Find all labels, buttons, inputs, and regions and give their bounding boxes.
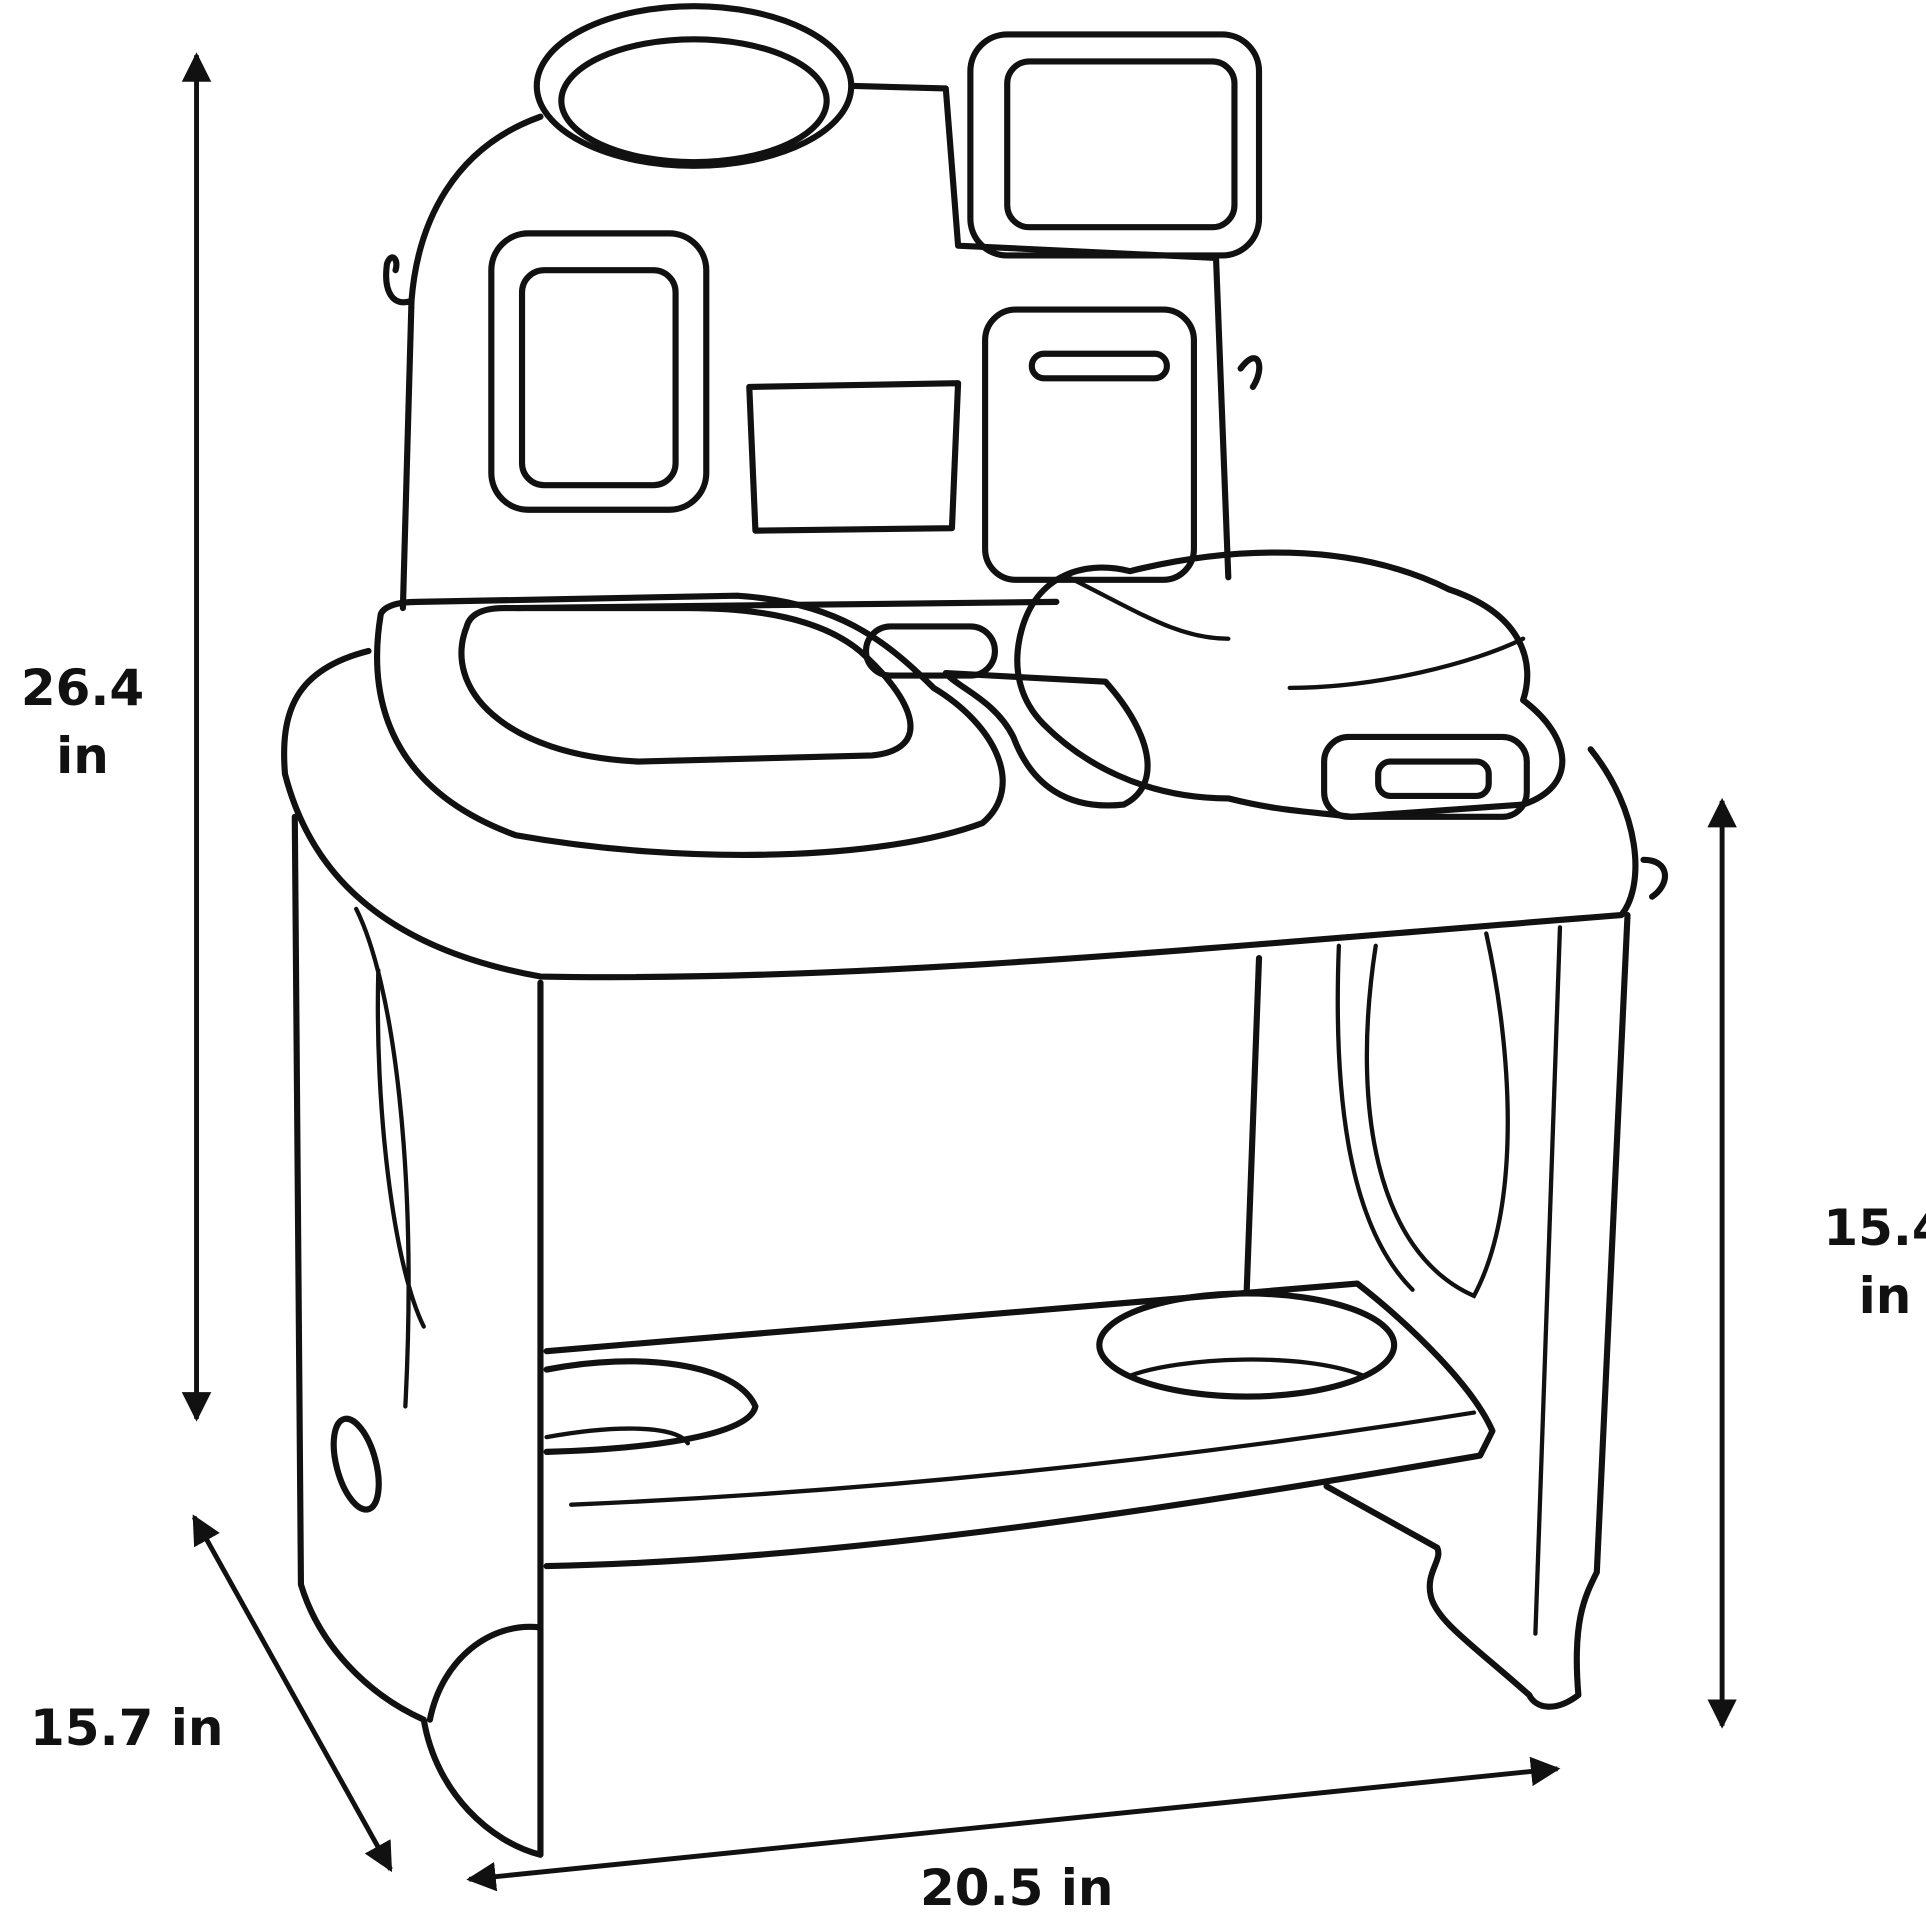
height-table-unit: in bbox=[1858, 1266, 1912, 1325]
back-panel bbox=[1243, 955, 1263, 1293]
width-value: 20.5 bbox=[920, 1859, 1044, 1917]
depth-unit: in bbox=[170, 1699, 224, 1757]
wall-basket bbox=[746, 380, 962, 534]
stove-knob-panel bbox=[1321, 733, 1530, 820]
depth-arrow bbox=[191, 1514, 393, 1873]
square-mirror-outer bbox=[967, 31, 1263, 259]
stove-top bbox=[1014, 549, 1566, 820]
height-total-unit: in bbox=[56, 726, 109, 785]
sink-inner bbox=[458, 604, 914, 765]
frame-window-outer bbox=[488, 230, 710, 513]
wall-cabinet bbox=[982, 306, 1197, 583]
width-label: 20.5 in bbox=[920, 1855, 1114, 1923]
shelf-bowl-left bbox=[543, 1358, 759, 1455]
bottom-shelf bbox=[543, 1280, 1496, 1570]
round-mirror-outer bbox=[533, 3, 855, 169]
shelf-bowl-right bbox=[1096, 1290, 1398, 1400]
depth-value: 15.7 bbox=[30, 1699, 154, 1757]
width-unit: in bbox=[1060, 1859, 1114, 1917]
round-mirror-inner bbox=[558, 36, 830, 166]
countertop bbox=[281, 647, 1639, 981]
depth-label: 15.7 in bbox=[30, 1695, 224, 1763]
width-arrow bbox=[466, 1756, 1561, 1892]
faucet bbox=[942, 670, 1151, 809]
height-total-value: 26.4 bbox=[20, 659, 145, 717]
right-leg-cutout bbox=[1364, 931, 1510, 1299]
left-leg bbox=[291, 813, 544, 1858]
sink-outer bbox=[374, 592, 1006, 858]
soap-dish bbox=[862, 623, 999, 679]
height-total-label: 26.4 in bbox=[10, 655, 155, 790]
leg-hole bbox=[330, 1415, 382, 1513]
height-table-value: 15.4 bbox=[1823, 1199, 1926, 1257]
right-leg bbox=[1323, 912, 1631, 1710]
height-table-label: 15.4 in bbox=[1820, 1195, 1926, 1330]
